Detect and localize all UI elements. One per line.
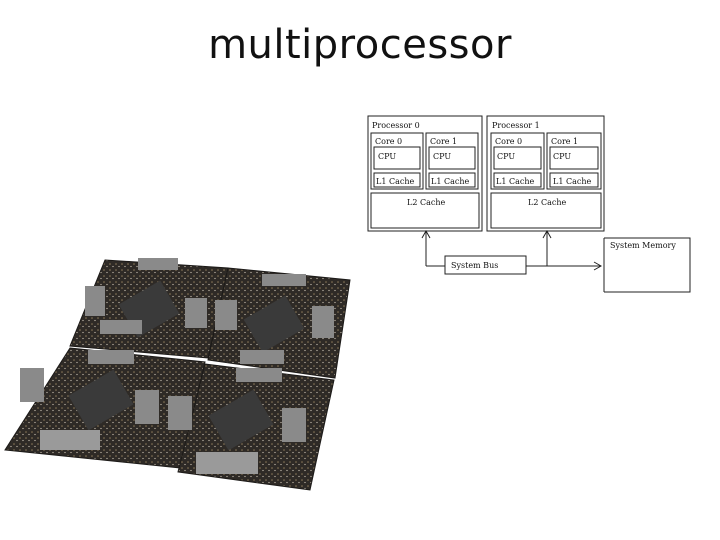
processor-1-core-1-cpu: CPU <box>553 152 571 161</box>
system-memory-label: System Memory <box>610 241 676 250</box>
processor-1-core-0-label: Core 0 <box>495 137 522 146</box>
processor-0-core-0: Core 0 CPU L1 Cache <box>370 132 424 190</box>
processor-0-l2-cache-box <box>370 192 480 229</box>
processor-1: Processor 1 Core 0 CPU L1 Cache Core 1 C… <box>486 115 605 232</box>
processor-0-core-1-label: Core 1 <box>430 137 457 146</box>
processor-1-label: Processor 1 <box>492 121 540 130</box>
processor-0-l2-cache: L2 Cache <box>407 198 445 207</box>
processor-1-core-1-label: Core 1 <box>551 137 578 146</box>
board-bottom-right <box>168 363 335 491</box>
processor-1-core-1: Core 1 CPU L1 Cache <box>546 132 602 190</box>
processor-0: Processor 0 Core 0 CPU L1 Cache Core 1 C… <box>367 115 483 232</box>
system-bus: System Bus <box>444 255 527 275</box>
board-top-right <box>207 267 351 379</box>
processor-1-core-0-l1-cache: L1 Cache <box>496 177 534 186</box>
processor-0-label: Processor 0 <box>372 121 420 130</box>
system-memory: System Memory <box>603 237 691 293</box>
processor-1-core-1-l1-cache: L1 Cache <box>553 177 591 186</box>
processor-0-core-1: Core 1 CPU L1 Cache <box>425 132 479 190</box>
circuit-board-photo <box>4 258 351 491</box>
bus-connections <box>421 229 603 271</box>
processor-0-core-1-cpu: CPU <box>433 152 451 161</box>
system-bus-label: System Bus <box>451 261 498 270</box>
processor-0-core-0-l1-cache: L1 Cache <box>376 177 414 186</box>
processor-1-core-0-cpu: CPU <box>497 152 515 161</box>
processor-1-l2-cache: L2 Cache <box>528 198 566 207</box>
processor-0-core-0-cpu: CPU <box>378 152 396 161</box>
board-bottom-left <box>4 347 206 469</box>
processor-0-core-1-l1-cache: L1 Cache <box>431 177 469 186</box>
processor-0-core-0-label: Core 0 <box>375 137 402 146</box>
processor-1-l2-cache-box <box>490 192 602 229</box>
processor-1-core-0: Core 0 CPU L1 Cache <box>490 132 545 190</box>
slide-title: multiprocessor <box>208 22 512 68</box>
